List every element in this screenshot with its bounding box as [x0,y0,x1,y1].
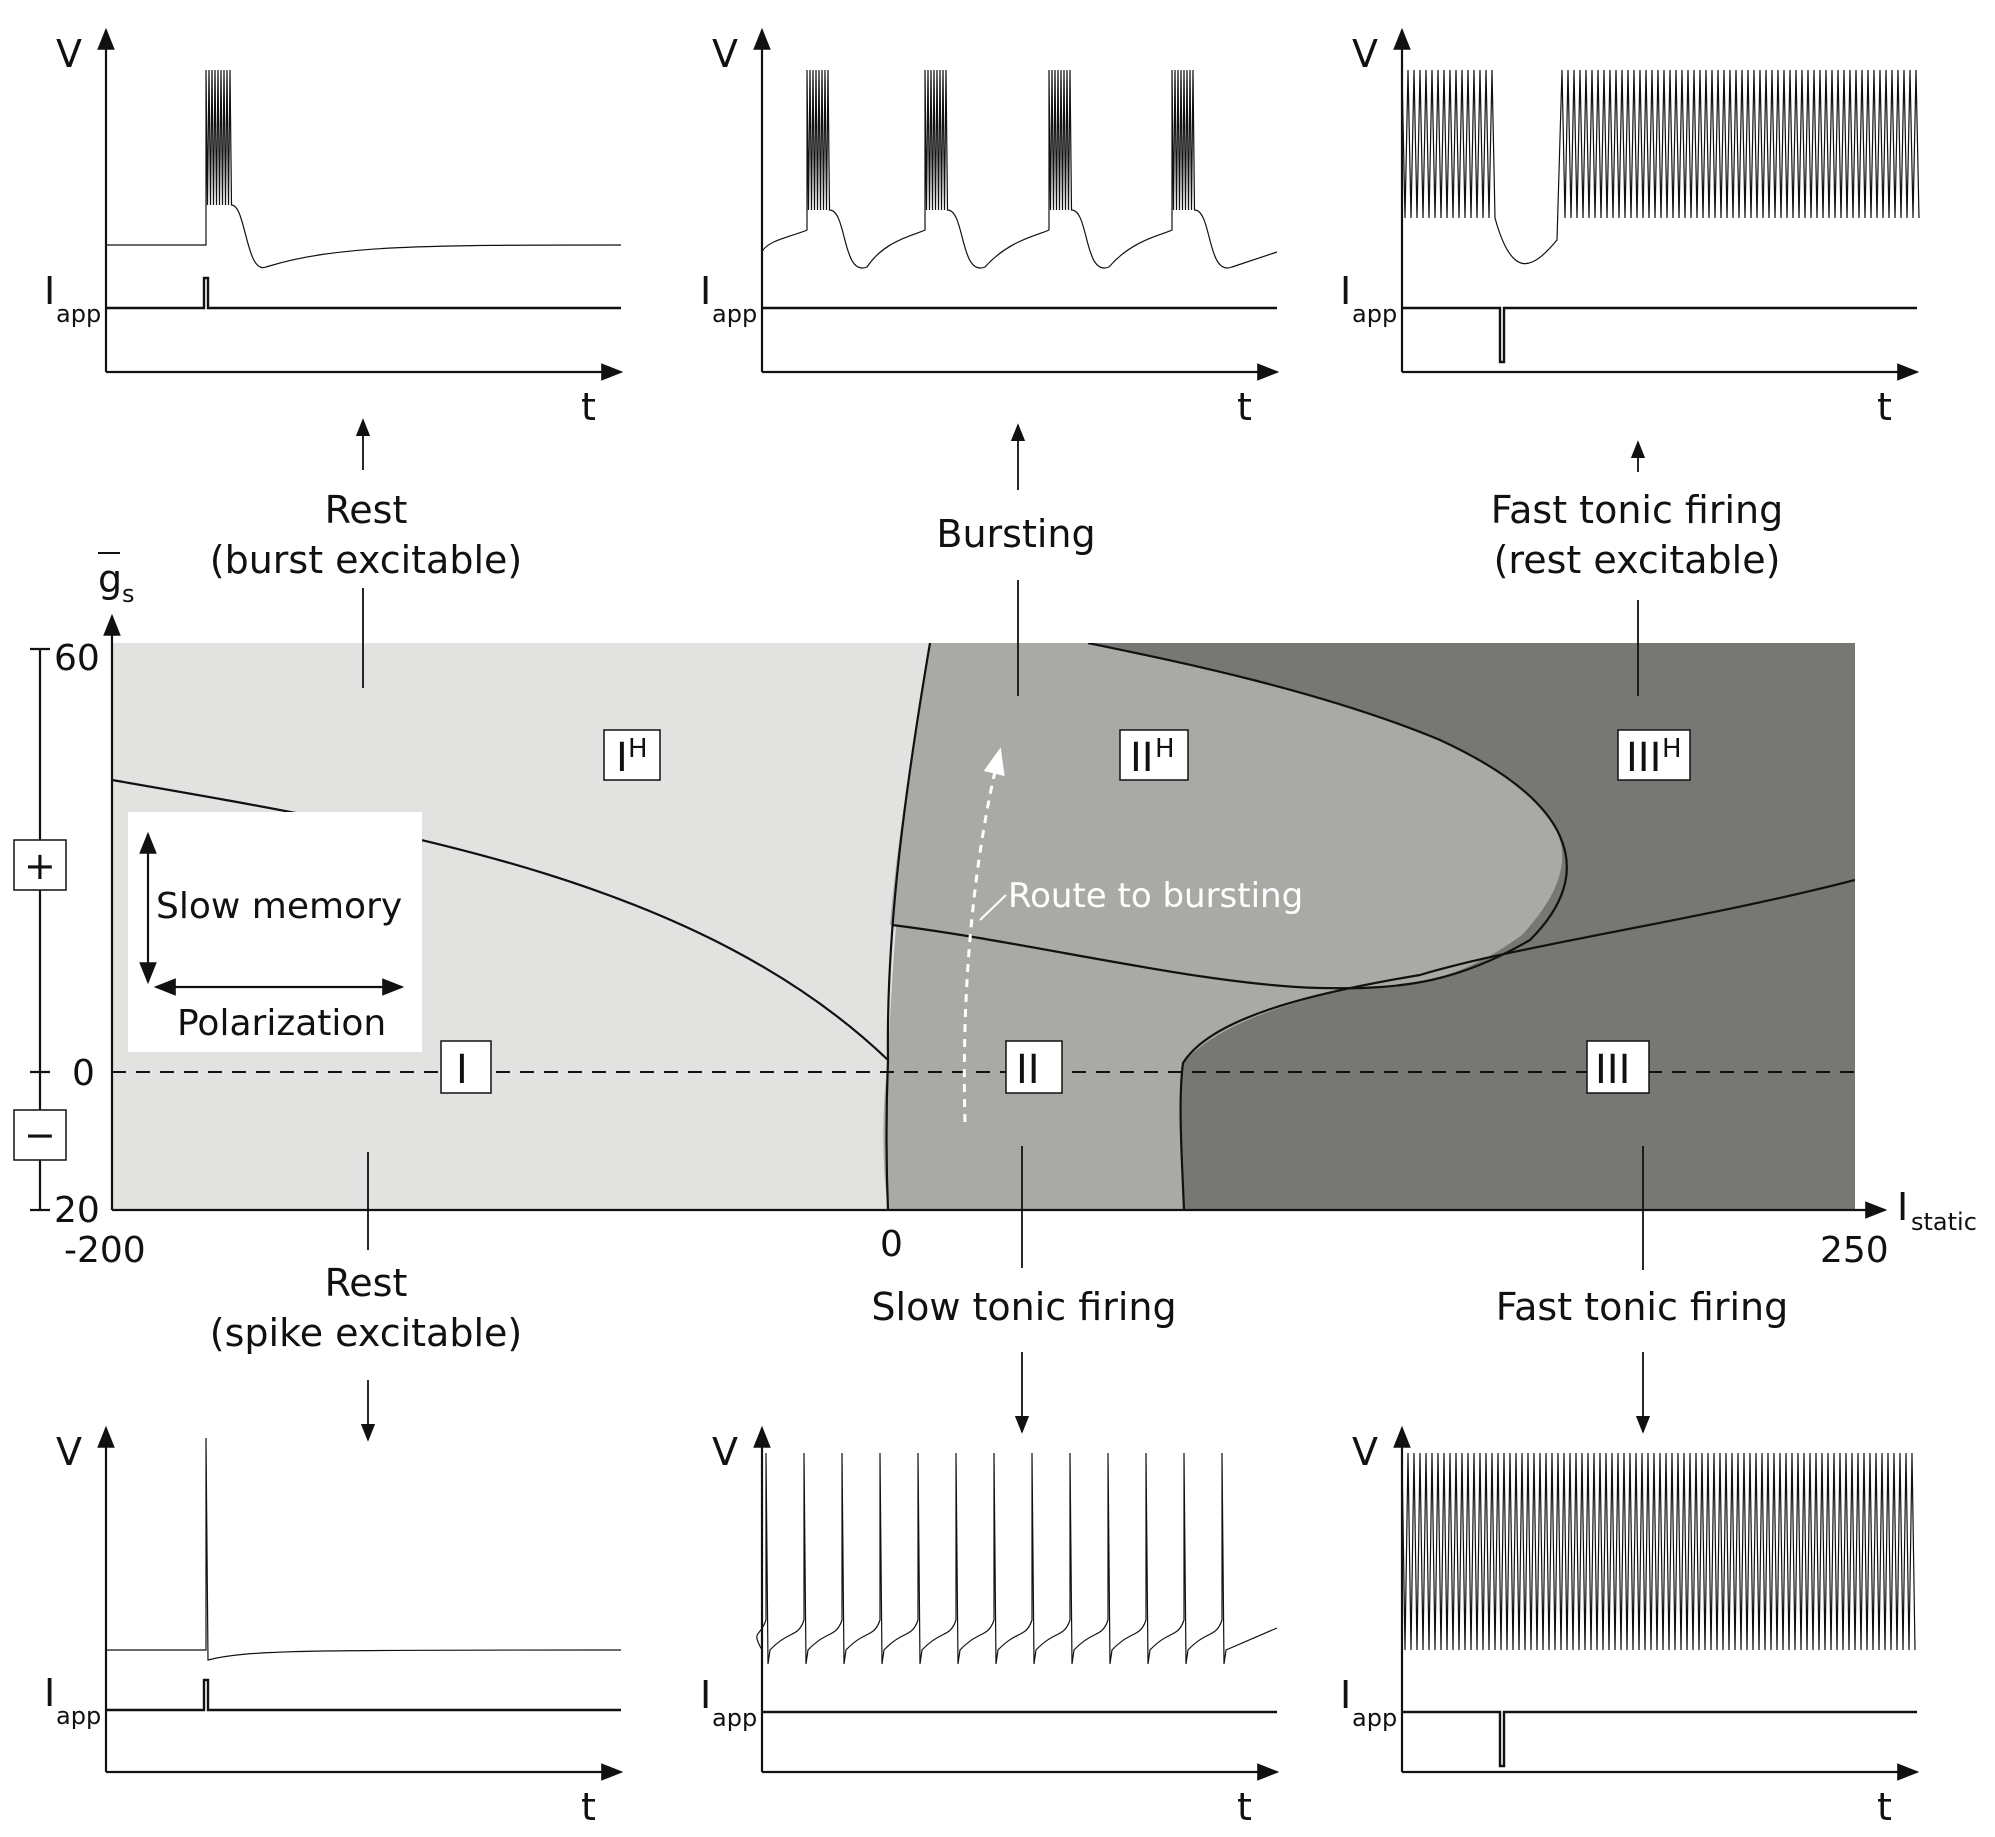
region-label-3h: III H [1617,729,1691,781]
panel-i-sub: app [56,1702,101,1730]
y-axis-label: g s [98,552,135,608]
legend-memory: Slow memory [156,886,402,927]
panel-v-label: V [1352,1430,1378,1474]
svg-text:H: H [1662,734,1682,764]
label-fast-rest-1: Fast tonic firing [1491,488,1784,532]
panel-voltage-trace [756,1452,1278,1665]
x-tick-right: 250 [1820,1230,1889,1271]
panel-voltage-trace [106,1437,622,1661]
panel-v-label: V [712,1430,738,1474]
panel-i-sub: app [56,300,101,328]
panel-v-label: V [712,32,738,76]
label-rest-burst-2: (burst excitable) [210,538,522,582]
region-label-2h: II H [1119,729,1189,781]
y-tick-top: 60 [54,638,100,679]
panel-i-label: I [1340,269,1351,313]
svg-text:H: H [628,734,648,764]
panel-i-label: I [44,269,55,313]
region-mid-lobe [890,643,1563,989]
region-label-1h: I H [603,729,661,781]
region-label-2: II [1005,1040,1063,1094]
panel-t-label: t [1237,385,1252,429]
panel-voltage-trace [106,69,622,268]
panel-i-label: I [700,1673,711,1717]
boundary-curve-3 [891,643,1568,990]
region-label-3: III [1586,1040,1650,1094]
svg-text:III: III [1595,1047,1630,1093]
y-tick-mid: 0 [72,1053,95,1094]
panel-t-label: t [581,385,596,429]
panel-v-label: V [1352,32,1378,76]
panel-iapp-trace [1402,306,1917,364]
route-label: Route to bursting [1008,876,1303,916]
panel-i-sub: app [1352,1704,1397,1732]
legend-polarization: Polarization [177,1003,386,1044]
svg-text:I: I [1897,1185,1908,1229]
svg-text:II: II [1130,735,1154,781]
panel-iapp-trace [1402,1710,1917,1768]
label-rest-burst-1: Rest [325,488,408,532]
panel-v-label: V [56,1430,82,1474]
legend-box: Slow memory Polarization [128,812,422,1052]
route-arrow [962,747,1005,1123]
svg-text:H: H [1155,734,1175,764]
x-tick-mid: 0 [880,1224,903,1265]
panel-t-label: t [581,1785,596,1829]
boundary-curve-4 [1179,878,1855,1210]
svg-text:III: III [1626,735,1661,781]
x-tick-left: -200 [64,1230,146,1271]
label-bursting: Bursting [936,512,1095,556]
x-axis-label: I static [1897,1185,1977,1236]
panel-iapp-trace [106,1678,621,1712]
route-leader [979,894,1007,921]
svg-text:g: g [98,557,122,601]
label-rest-spike-1: Rest [325,1261,408,1305]
boundary-curve-2 [885,643,932,1210]
label-fast-tonic: Fast tonic firing [1496,1285,1789,1329]
label-slow-tonic: Slow tonic firing [871,1285,1176,1329]
svg-text:I: I [616,735,628,781]
plus-button: + [13,839,67,891]
label-fast-rest-2: (rest excitable) [1494,538,1781,582]
svg-text:II: II [1016,1047,1040,1093]
panel-voltage-trace [1401,69,1920,265]
minus-button: − [13,1109,67,1161]
boundary-curve-1 [112,778,889,1061]
panel-voltage-trace [761,69,1278,269]
svg-text:+: + [24,844,56,888]
panel-i-sub: app [712,1704,757,1732]
panel-iapp-trace [106,276,621,310]
panel-i-label: I [1340,1673,1351,1717]
phase-map: Route to bursting I H II H III H I II II… [13,552,1977,1271]
connector-labels [355,418,1651,1442]
panel-t-label: t [1237,1785,1252,1829]
panel-i-sub: app [712,300,757,328]
panel-t-label: t [1877,385,1892,429]
svg-text:I: I [456,1047,468,1093]
panel-v-label: V [56,32,82,76]
label-rest-spike-2: (spike excitable) [210,1311,522,1355]
panel-i-label: I [700,269,711,313]
svg-text:s: s [122,580,135,608]
panel-t-label: t [1877,1785,1892,1829]
region-label-1: I [440,1040,492,1094]
svg-text:−: − [24,1113,56,1157]
panel-voltage-trace [1401,1452,1916,1651]
y-tick-bottom: 20 [54,1190,100,1231]
svg-text:static: static [1911,1208,1977,1236]
panel-i-label: I [44,1671,55,1715]
panel-i-sub: app [1352,300,1397,328]
